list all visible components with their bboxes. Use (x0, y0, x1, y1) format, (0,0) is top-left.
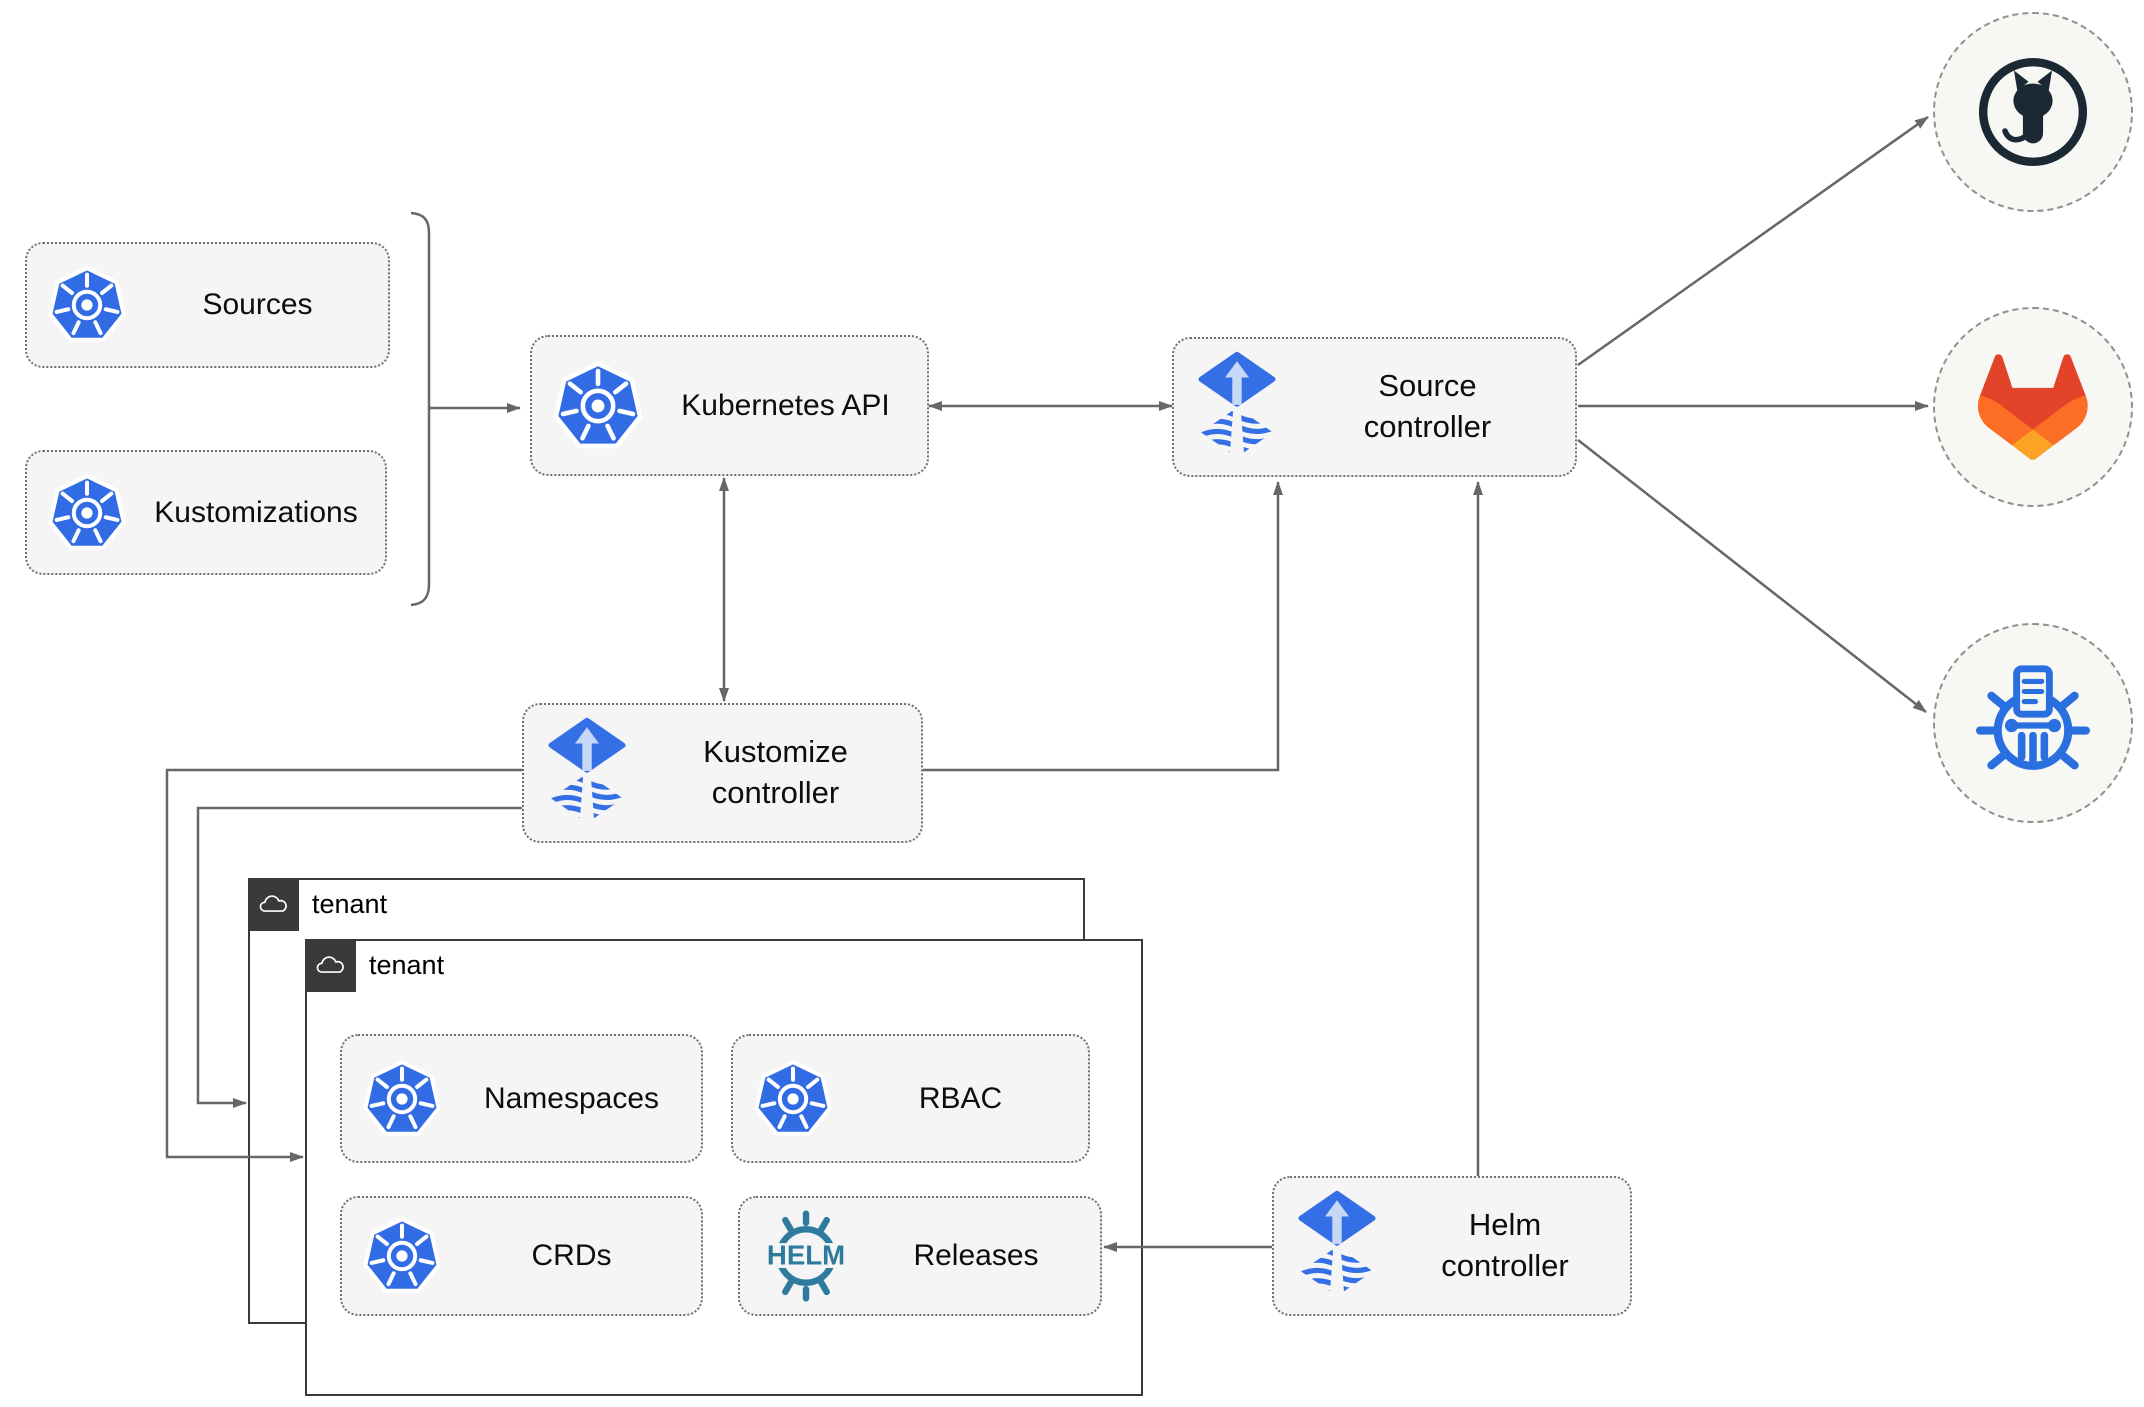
tenant-tab (248, 878, 299, 931)
arrow-source-controller-to-github (1577, 115, 1929, 367)
crds-node: CRDs (340, 1196, 703, 1316)
grouping-bracket (410, 211, 431, 607)
helm-controller-label: Helm controller (1441, 1207, 1569, 1283)
sources-node: Sources (25, 242, 390, 368)
gitlab-circle (1933, 307, 2133, 507)
kubernetes-api-node: Kubernetes API (530, 335, 929, 476)
namespaces-label: Namespaces (483, 1081, 660, 1115)
source-controller-label: Source controller (1363, 368, 1492, 444)
source-controller-node: Source controller (1172, 337, 1577, 477)
tenant-label: tenant (312, 889, 388, 919)
kubernetes-icon (753, 1059, 833, 1139)
tenant-container-front: tenant (305, 939, 1143, 1396)
kustomizations-node: Kustomizations (25, 450, 387, 575)
kubernetes-icon (552, 360, 644, 452)
kustomize-controller-node: Kustomize controller (522, 703, 923, 843)
rbac-label: RBAC (918, 1081, 1003, 1115)
chartmuseum-circle (1933, 623, 2133, 823)
github-circle (1933, 12, 2133, 212)
helm-controller-node: Helm controller (1272, 1176, 1632, 1316)
flux-icon (1194, 351, 1280, 464)
kubernetes-api-label: Kubernetes API (681, 388, 890, 422)
chartmuseum-icon (1970, 660, 2096, 786)
kubernetes-icon (362, 1059, 442, 1139)
github-icon (1977, 56, 2089, 168)
kubernetes-icon (47, 473, 127, 553)
tenant-tab (305, 939, 356, 992)
flux-icon (1294, 1190, 1380, 1303)
helm-icon (760, 1210, 852, 1302)
crds-label: CRDs (531, 1239, 612, 1272)
releases-label: Releases (913, 1239, 1039, 1272)
kubernetes-icon (47, 265, 127, 345)
releases-node: Releases (738, 1196, 1102, 1316)
cloud-icon (257, 893, 290, 917)
sources-label: Sources (202, 288, 313, 321)
rbac-node: RBAC (731, 1034, 1090, 1163)
flux-icon (544, 717, 630, 830)
gitlab-icon (1978, 354, 2088, 460)
arrow-source-controller-to-chartmuseum (1577, 439, 1927, 713)
cloud-icon (314, 954, 347, 978)
kubernetes-icon (362, 1216, 442, 1296)
tenant-label: tenant (369, 950, 445, 980)
namespaces-node: Namespaces (340, 1034, 703, 1163)
arrow-kustomize-to-source-controller (923, 481, 1283, 772)
kustomize-controller-label: Kustomize controller (703, 734, 848, 810)
kustomizations-label: Kustomizations (154, 495, 358, 529)
